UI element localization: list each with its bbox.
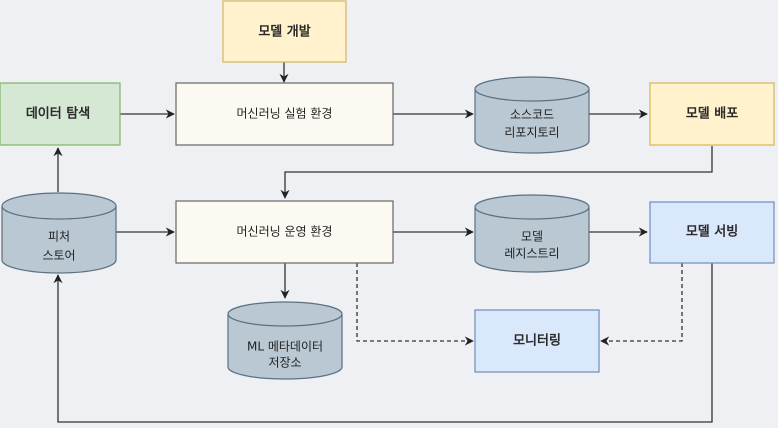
node-label: 데이터 탐색 <box>26 106 90 122</box>
node-label-line-2: 레지스트리 <box>504 247 559 261</box>
node-label-line-2: 리포지토리 <box>504 126 559 140</box>
node-model-deploy[interactable]: 모델 배포 <box>649 82 775 146</box>
node-ml-ops-env[interactable]: 머신러닝 운영 환경 <box>175 200 394 264</box>
node-monitoring[interactable]: 모니터링 <box>474 309 600 373</box>
node-label: 모니터링 <box>513 333 561 349</box>
node-label: 모델 개발 <box>258 24 310 40</box>
edge-model-serving-to-feature-store <box>53 263 713 423</box>
node-model-dev[interactable]: 모델 개발 <box>222 0 347 63</box>
node-ml-metadata-store[interactable]: ML 메타데이터 저장소 <box>227 301 343 380</box>
node-label-line-1: 소스코드 <box>510 108 554 122</box>
node-label-line-2: 스토어 <box>42 249 75 263</box>
node-feature-store[interactable]: 피처 스토어 <box>1 192 117 274</box>
node-label-line-2: 저장소 <box>268 356 301 370</box>
node-label: 모델 배포 <box>686 106 738 122</box>
edge-model-serving-to-monitoring <box>600 263 683 346</box>
node-label: 머신러닝 실험 환경 <box>237 107 333 121</box>
edge-ops-env-to-monitoring <box>356 263 474 346</box>
node-source-repo[interactable]: 소스코드 리포지토리 <box>474 76 590 154</box>
node-model-registry[interactable]: 모델 레지스트리 <box>474 194 590 273</box>
node-model-serving[interactable]: 모델 서빙 <box>649 201 775 264</box>
node-label: 머신러닝 운영 환경 <box>237 225 333 239</box>
node-ml-experiment-env[interactable]: 머신러닝 실험 환경 <box>175 82 394 146</box>
edges <box>53 62 713 423</box>
node-label: 모델 서빙 <box>686 225 738 240</box>
node-label-line-1: 모델 <box>521 230 543 244</box>
node-label-line-1: ML 메타데이터 <box>247 340 323 354</box>
edge-model-deploy-to-ops-env <box>280 146 713 199</box>
node-label-line-1: 피처 <box>48 230 70 244</box>
node-data-explore[interactable]: 데이터 탐색 <box>0 82 121 146</box>
